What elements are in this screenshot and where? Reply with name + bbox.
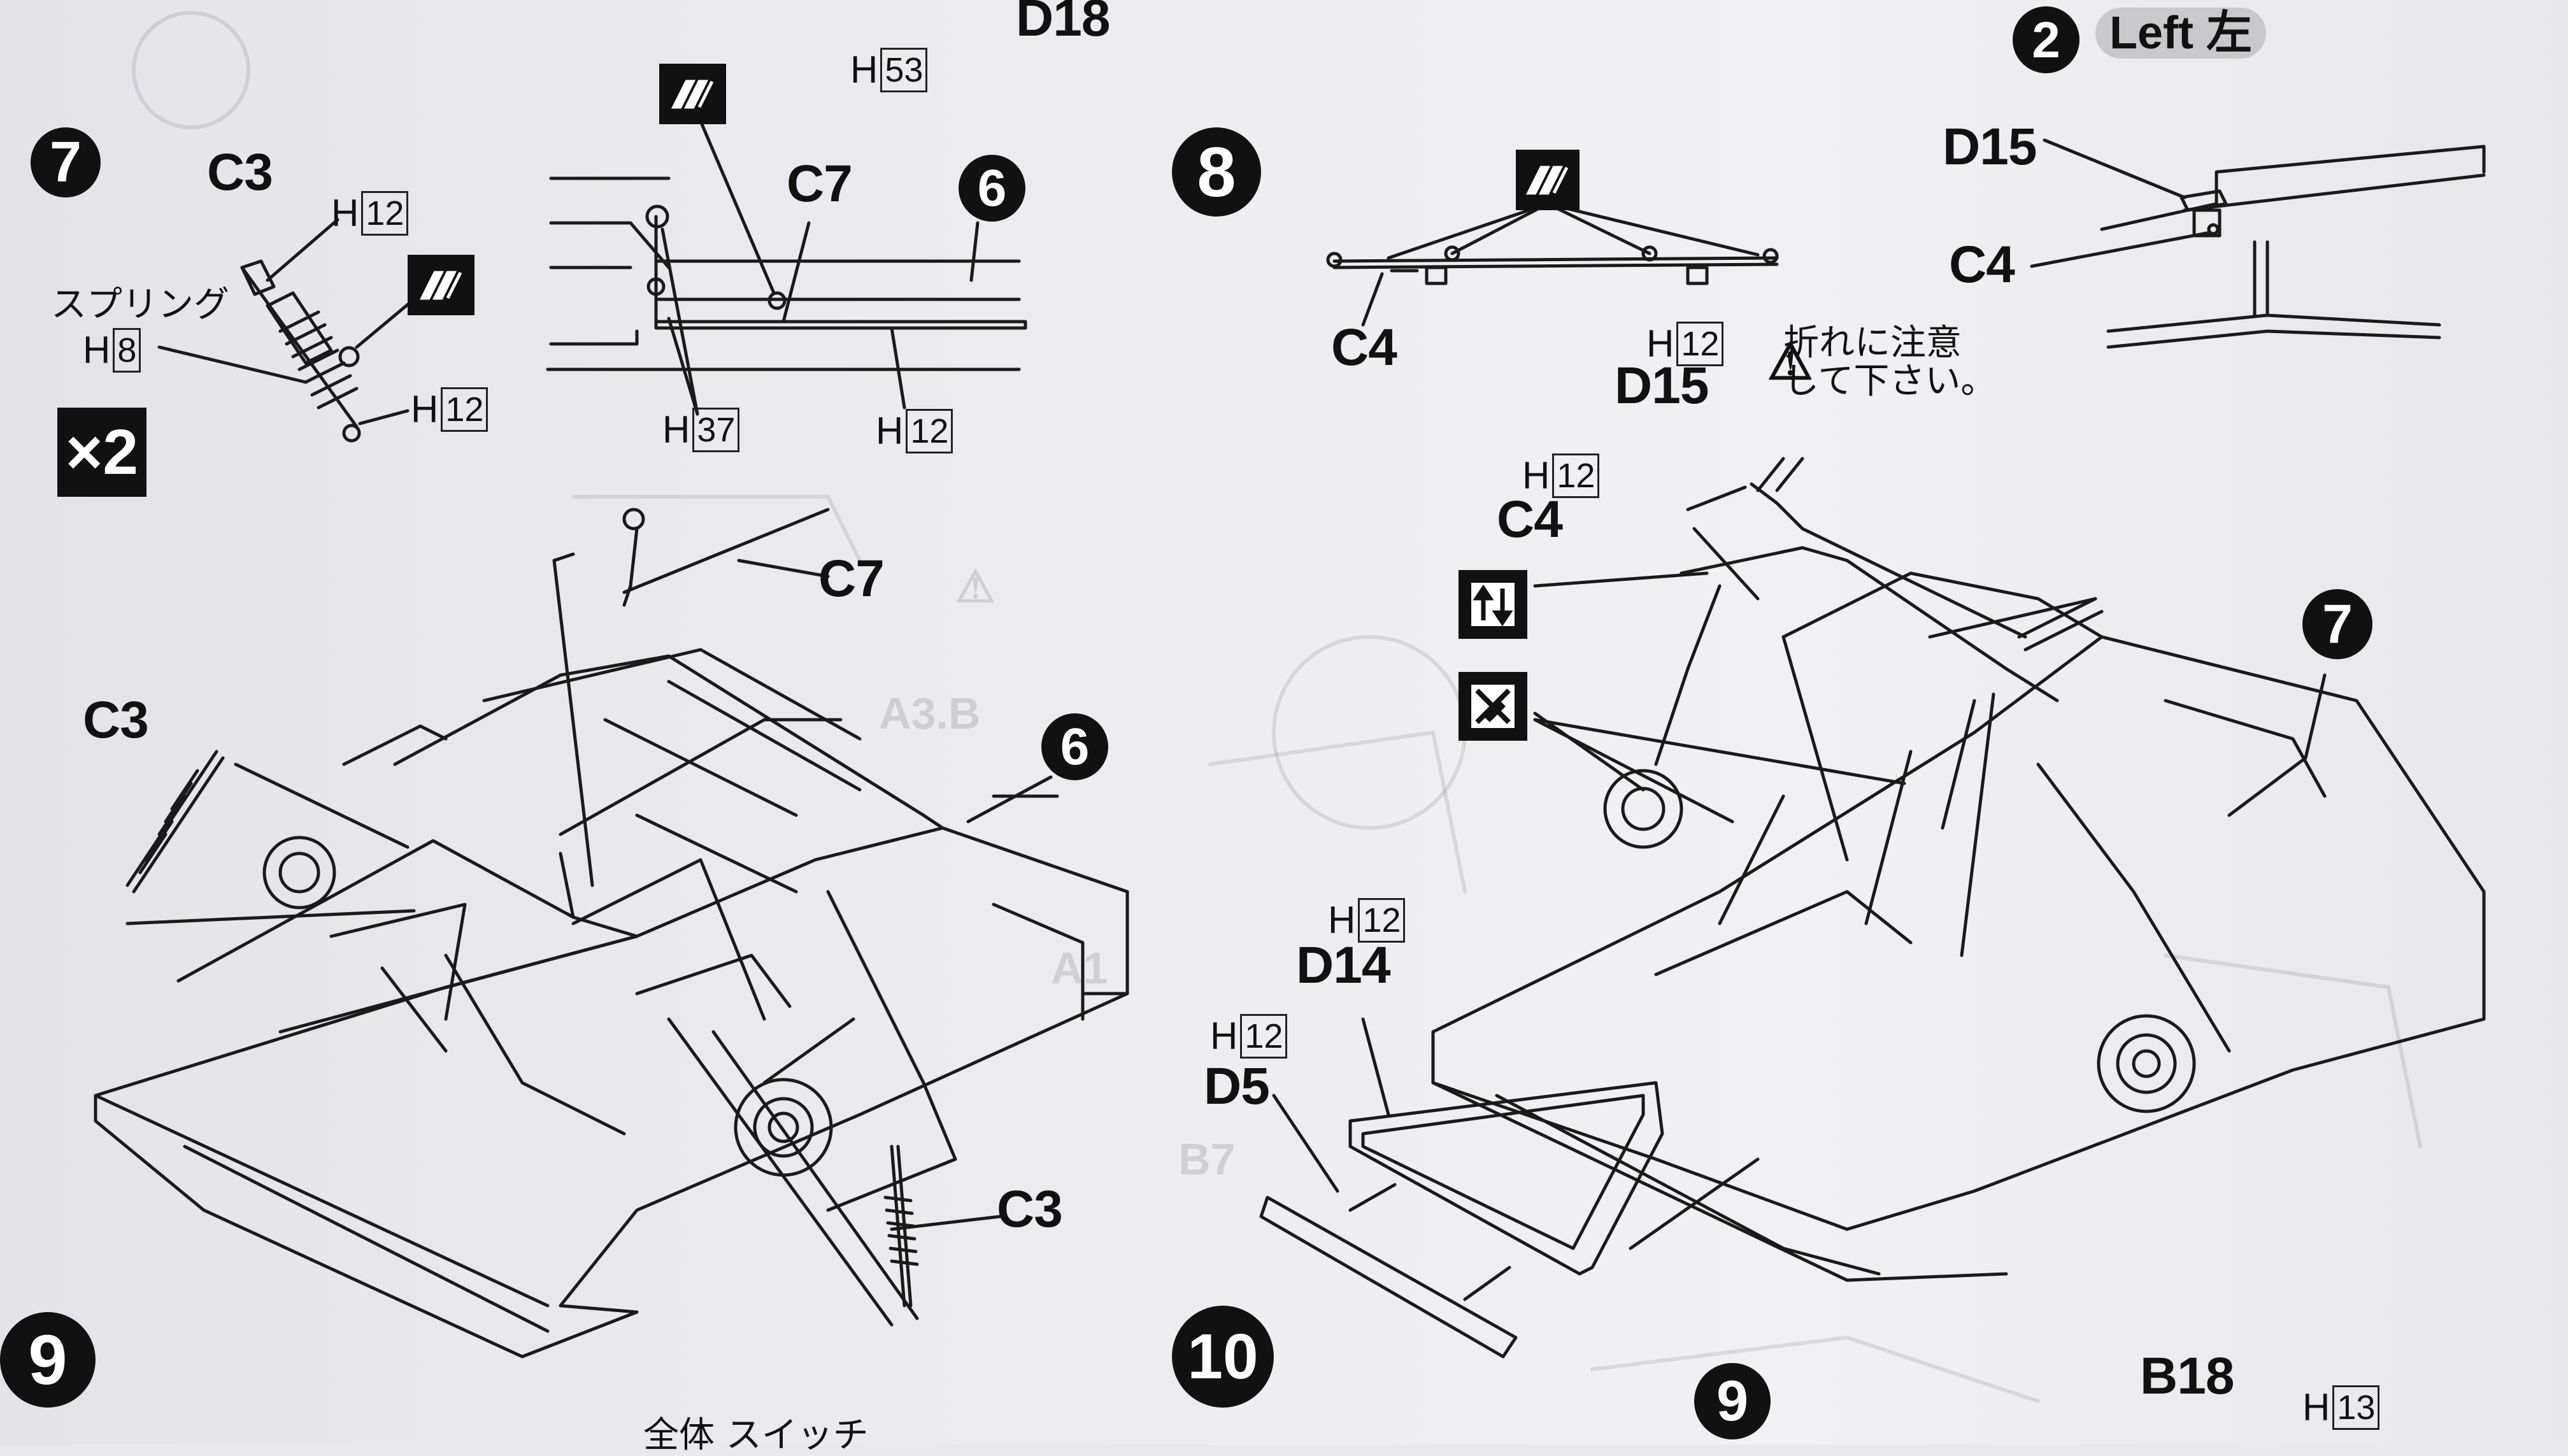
part-d5: D5 — [1204, 1057, 1270, 1115]
ghost-text: A1 — [1051, 943, 1108, 993]
part-d15: D15 — [1943, 118, 2037, 176]
part-c7: C7 — [787, 155, 853, 213]
step-9-badge: 9 — [0, 1312, 96, 1408]
chassis-left — [94, 508, 1129, 1359]
cement-glue-icon — [408, 255, 474, 315]
cement-glue-icon — [659, 64, 726, 124]
caution-line-1: 折れに注意 — [1783, 322, 1962, 364]
ghost-text: A3.B — [879, 689, 981, 738]
part-c3: C3 — [83, 691, 149, 749]
part-d14: D14 — [1296, 936, 1390, 994]
quantity-x2-icon: ×2 — [57, 408, 146, 497]
part-b18: B18 — [2140, 1347, 2234, 1405]
step-9-badge: 9 — [1694, 1363, 1771, 1439]
spring-label: スプリング — [51, 284, 229, 325]
step-7-badge: 7 — [2302, 589, 2372, 659]
movable-part-icon — [1459, 570, 1527, 639]
part-c4: C4 — [1949, 236, 2015, 294]
chassis-right — [1259, 457, 2486, 1359]
step-8-badge: 8 — [1172, 127, 1261, 217]
c4-rod-detail — [1326, 202, 1779, 327]
step-2-badge: 2 — [2013, 6, 2079, 73]
ghost-text: ⚠ — [955, 562, 995, 611]
step-6-badge: 6 — [1041, 713, 1108, 780]
part-c3: C3 — [997, 1180, 1063, 1238]
part-c7: C7 — [818, 550, 885, 608]
left-side-label: Left 左 — [2095, 8, 2266, 59]
part-c3: C3 — [207, 143, 273, 201]
caution-line-2: して下さい。 — [1783, 360, 1997, 402]
cement-glue-icon — [1516, 150, 1580, 210]
part-c4: C4 — [1497, 490, 1563, 548]
ghost-text: B7 — [1178, 1134, 1236, 1184]
step-10-badge: 10 — [1172, 1306, 1274, 1408]
rod-detail — [546, 122, 1027, 416]
step-9-caption: 全体 スイッチ — [643, 1415, 869, 1456]
caution-icon: ⚠ — [1767, 333, 1813, 390]
left-mount-detail — [2030, 138, 2486, 349]
part-d15: D15 — [1615, 357, 1709, 415]
part-c4: C4 — [1331, 318, 1397, 376]
shock-detail — [157, 218, 416, 443]
part-d18: D18 — [1016, 0, 1110, 47]
no-glue-icon — [1459, 672, 1527, 741]
step-6-badge: 6 — [959, 155, 1025, 222]
step-7-badge: 7 — [31, 127, 101, 197]
